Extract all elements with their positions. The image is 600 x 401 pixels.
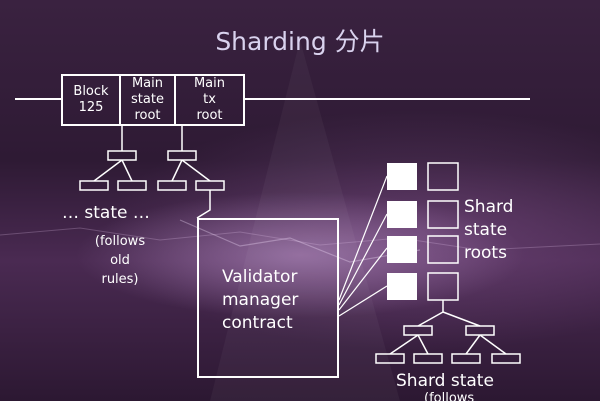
lightning-streak-2 [179, 219, 421, 263]
shard-follows-label: (follows [424, 391, 475, 401]
shard-root-boxes [387, 162, 459, 301]
follows-old-rules-label: (follows old rules) [94, 234, 146, 287]
state-label: … state … [62, 203, 150, 223]
validator-manager-box [197, 218, 339, 378]
lightning-streak [0, 227, 600, 251]
shard-state-roots-label: Shard state roots [464, 197, 514, 263]
main-tx-root-cell: Main tx root [174, 74, 245, 126]
validator-manager-label: Validator manager contract [222, 267, 299, 333]
shard-state-tree [375, 300, 521, 364]
block-number-cell: Block 125 [61, 74, 121, 126]
shard-state-label: Shard state [396, 371, 494, 391]
shard-root-connectors [338, 175, 388, 317]
main-state-tree [79, 126, 225, 219]
slide-title: Sharding 分片 [215, 27, 385, 56]
light-beam [210, 40, 400, 401]
main-state-root-cell: Main state root [119, 74, 176, 126]
